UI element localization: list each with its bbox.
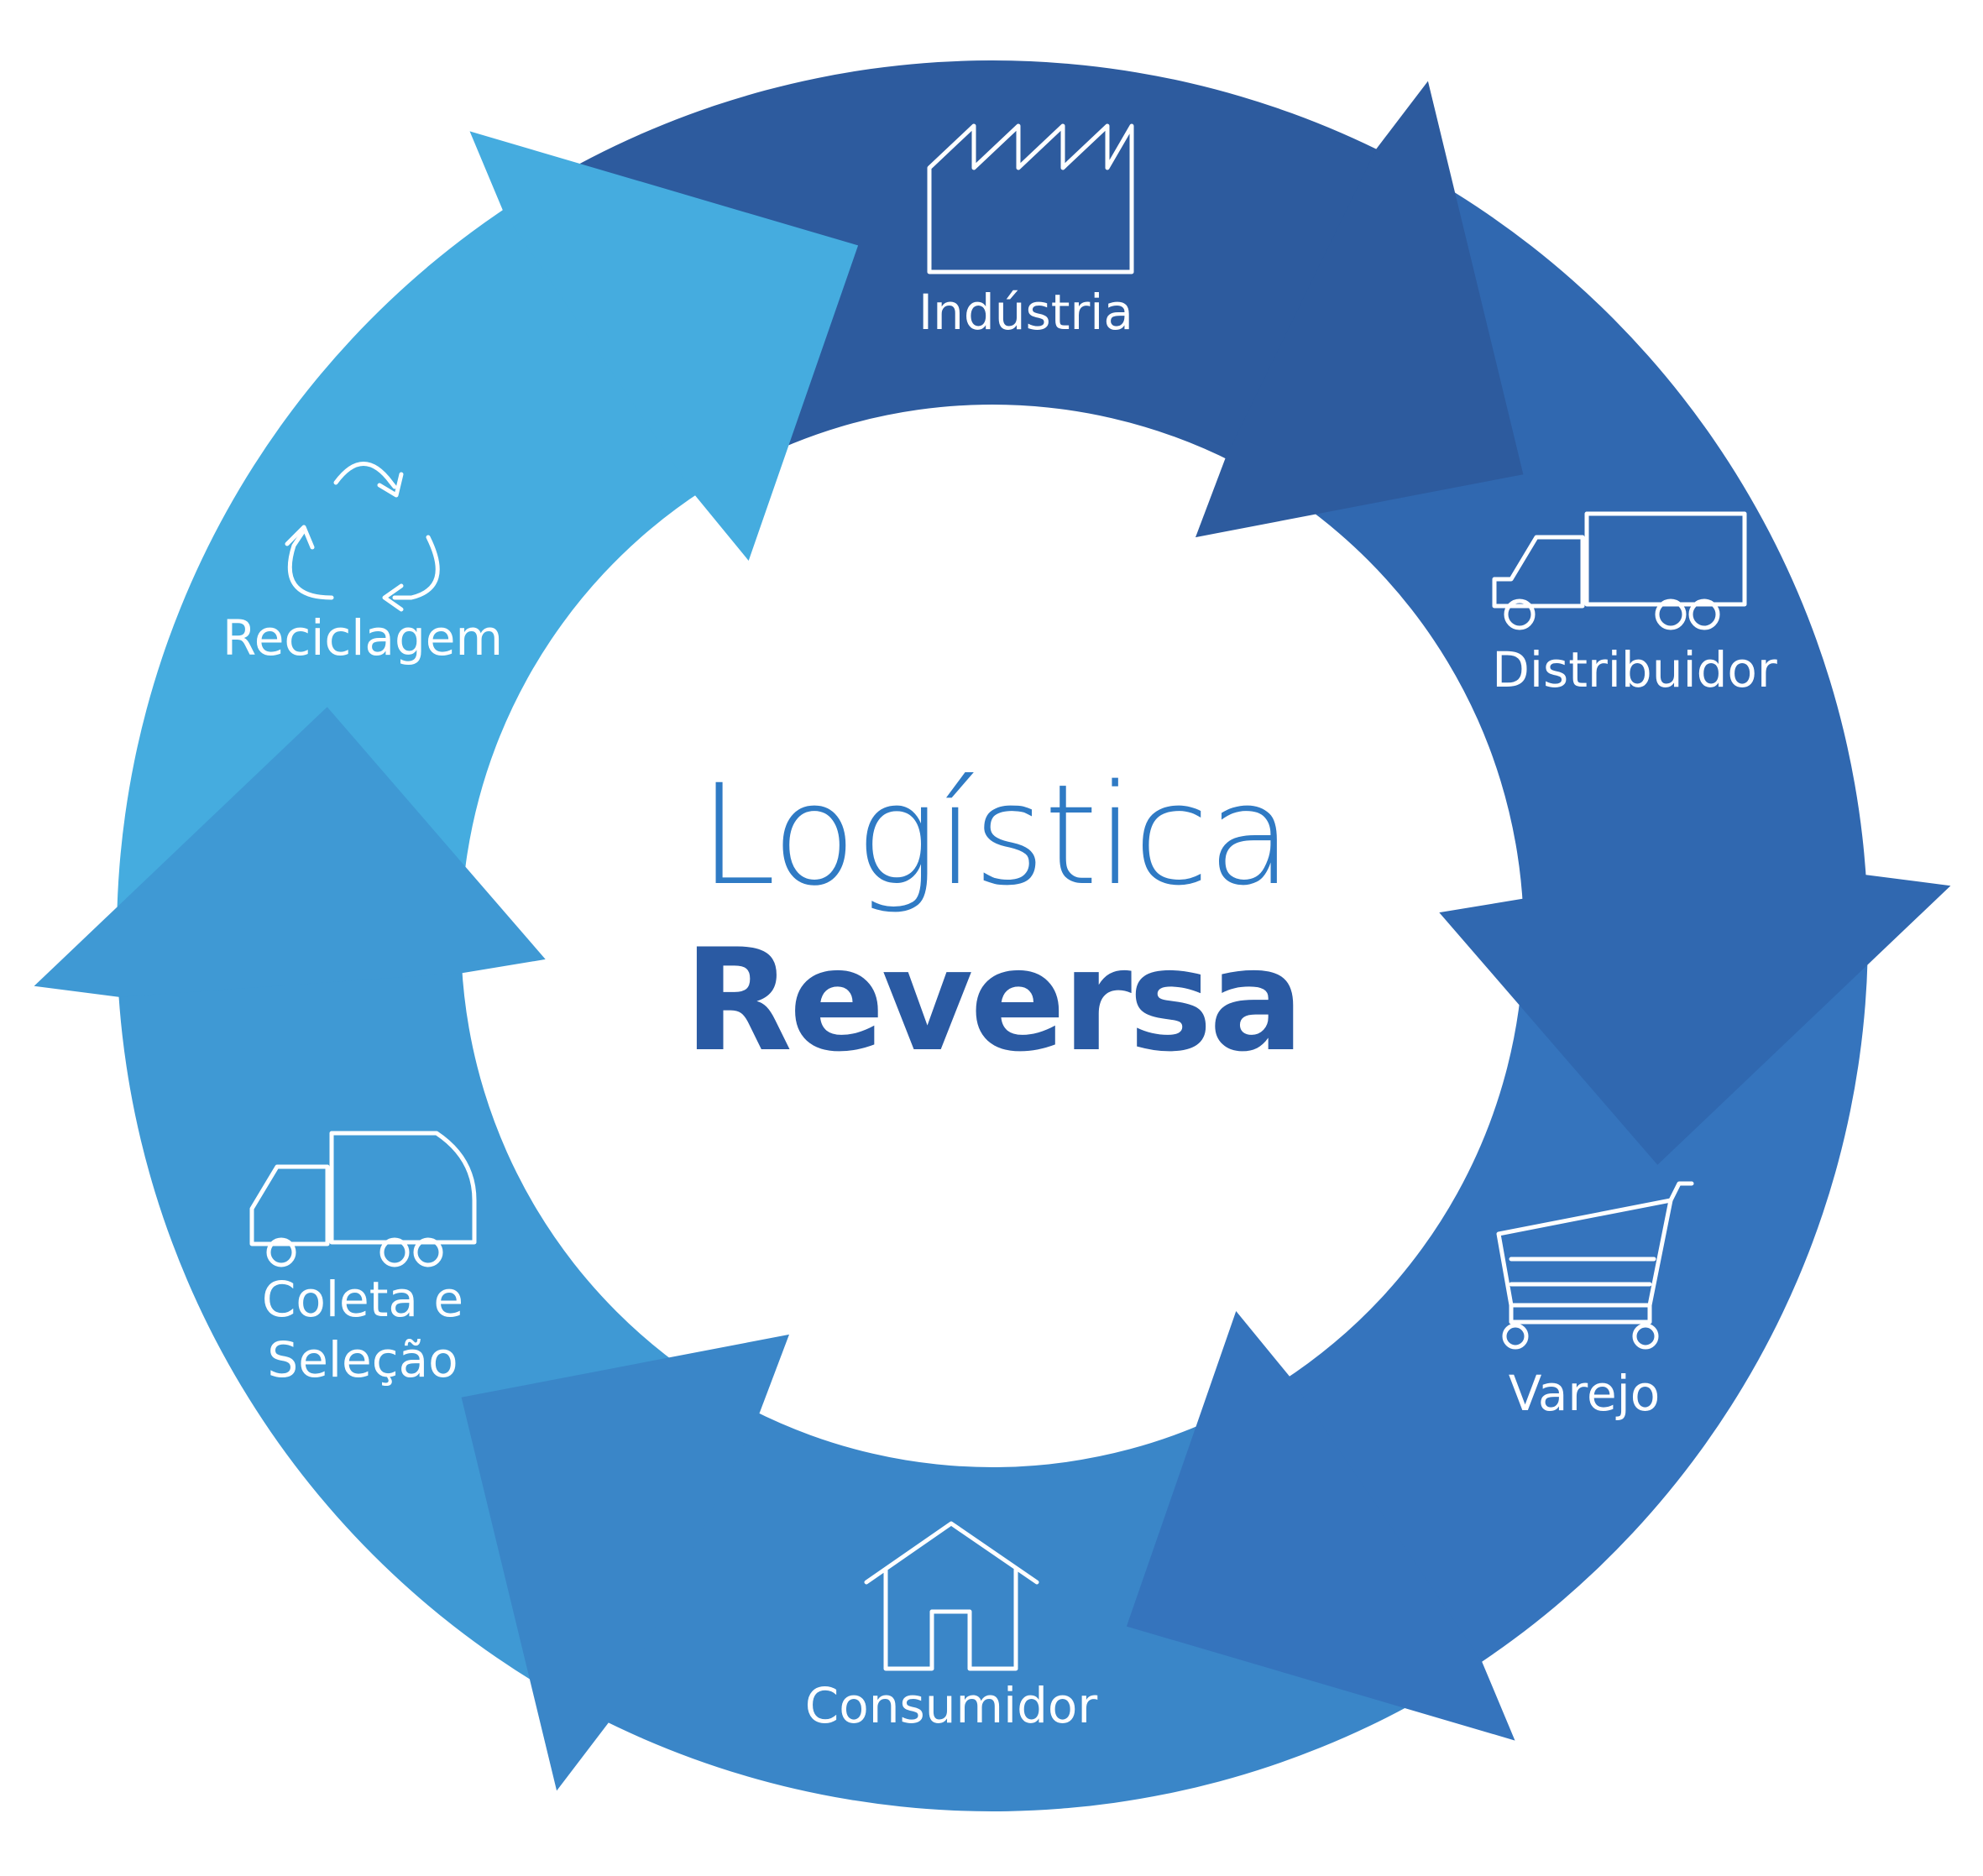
shopping-cart-icon [1496,1181,1694,1350]
cycle-arrowheads [34,81,1951,1791]
stage-label-varejo: Varejo [1509,1365,1661,1422]
factory-icon [927,123,1134,274]
arrowhead-3 [1126,1311,1515,1741]
stage-label-selecao: Seleção [267,1331,458,1388]
title-line-2: Reversa [684,918,1301,1083]
arrowhead-4 [461,1334,789,1791]
stage-label-industria: Indústria [918,284,1133,341]
truck-icon [1492,511,1747,630]
stage-label-distribuidor: Distribuidor [1492,641,1777,698]
ring-segment-3 [1281,945,1868,1670]
house-icon [864,1521,1039,1671]
recycle-icon [285,462,440,612]
stage-label-reciclagem: Reciclagem [222,609,503,666]
stage-label-consumidor: Consumidor [805,1677,1098,1734]
arrowhead-5 [34,707,546,997]
arrowhead-2 [1439,875,1951,1165]
arrowhead-1 [1196,81,1524,538]
ring-segment-6 [117,201,704,928]
collection-truck-icon [249,1131,477,1267]
title-line-1: Logística [698,755,1290,916]
arrowhead-6 [469,131,859,561]
stage-label-coleta: Coleta e [262,1271,463,1328]
